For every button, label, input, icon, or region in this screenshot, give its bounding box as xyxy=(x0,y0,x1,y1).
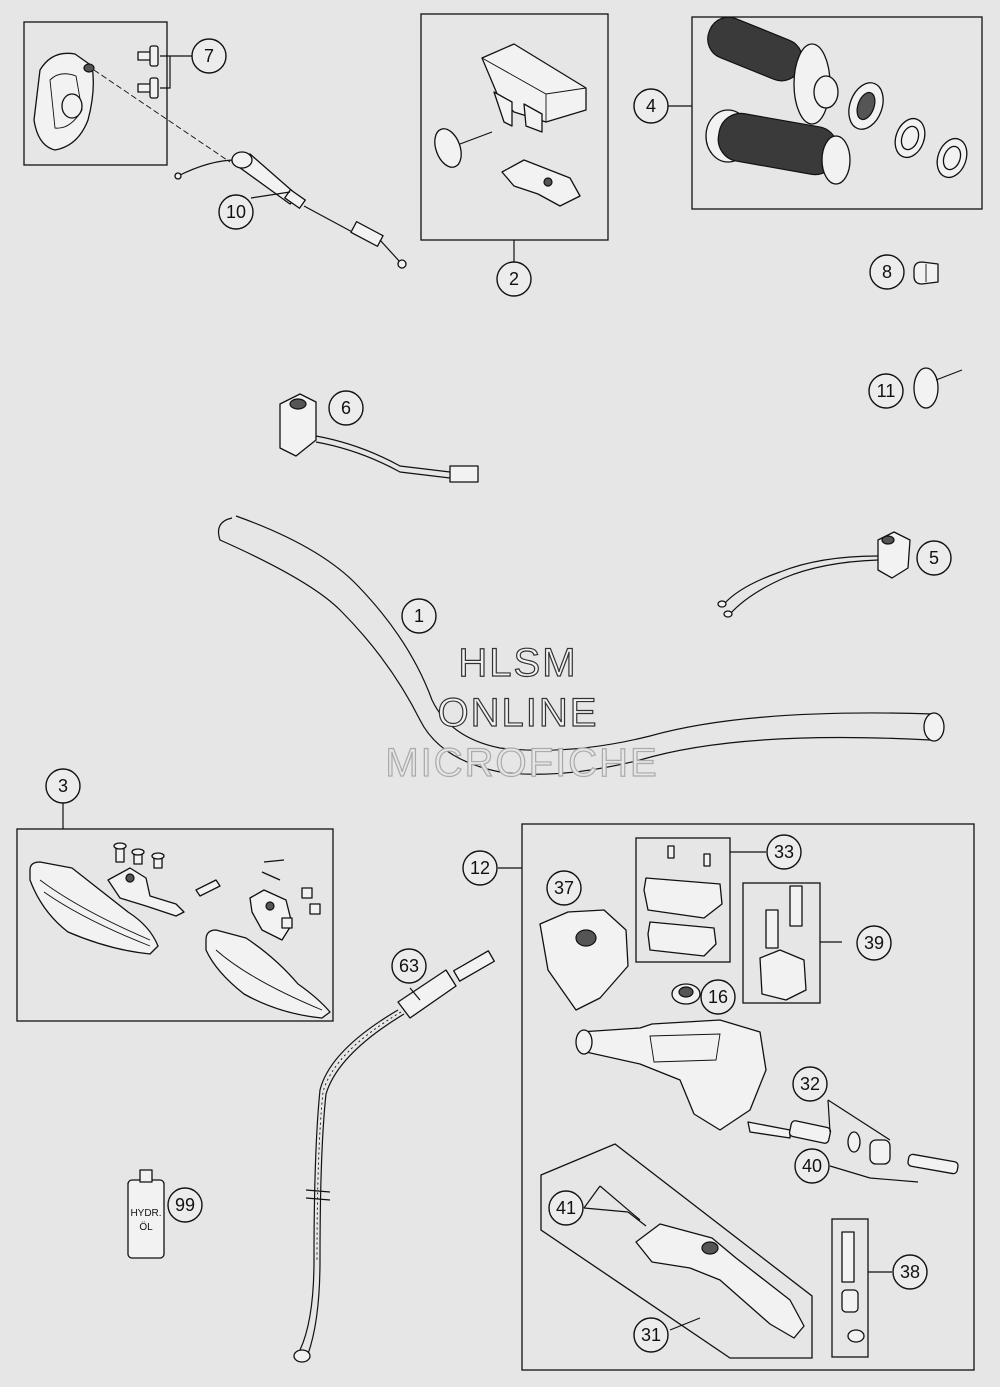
callout-16: 16 xyxy=(700,979,736,1015)
callout-63: 63 xyxy=(391,948,427,984)
callout-41: 41 xyxy=(548,1190,584,1226)
svg-text:99: 99 xyxy=(175,1195,195,1215)
lever-31-part xyxy=(635,1223,805,1339)
throttle-cable-part xyxy=(174,151,407,269)
callout-8: 8 xyxy=(869,254,905,290)
cable-tie-2 xyxy=(434,128,493,168)
hydraulic-oil-bottle: HYDR. ÖL xyxy=(127,1169,165,1259)
grip-rings-part xyxy=(848,82,968,179)
callout-32: 32 xyxy=(792,1066,828,1102)
svg-text:39: 39 xyxy=(864,933,884,953)
group-box-31 xyxy=(540,1143,813,1359)
callout-3: 3 xyxy=(45,768,81,804)
callout-11: 11 xyxy=(868,373,904,409)
cover-bracket-part xyxy=(501,159,581,207)
callout-39: 39 xyxy=(856,925,892,961)
callout-1: 1 xyxy=(401,598,437,634)
callout-37: 37 xyxy=(546,870,582,906)
svg-text:3: 3 xyxy=(58,776,68,796)
handguard-right-part xyxy=(205,929,331,1019)
svg-text:38: 38 xyxy=(900,1262,920,1282)
handguard-mount-right xyxy=(249,889,293,941)
svg-text:8: 8 xyxy=(882,262,892,282)
svg-text:63: 63 xyxy=(399,956,419,976)
group-box-3 xyxy=(16,828,334,1022)
switch-6-part xyxy=(279,393,479,483)
group-box-4 xyxy=(691,16,983,210)
svg-text:32: 32 xyxy=(800,1074,820,1094)
diaphragm-16 xyxy=(671,983,701,1005)
pin-41-part xyxy=(599,1185,647,1227)
callout-38: 38 xyxy=(892,1254,928,1290)
svg-text:11: 11 xyxy=(877,381,896,401)
callout-40: 40 xyxy=(794,1148,830,1184)
clamp-39-parts xyxy=(759,885,807,1001)
piston-32-part xyxy=(747,1120,959,1175)
callout-7: 7 xyxy=(191,38,227,74)
svg-text:16: 16 xyxy=(708,987,728,1007)
callout-10: 10 xyxy=(218,194,254,230)
group-box-12 xyxy=(521,823,975,1371)
svg-text:31: 31 xyxy=(641,1325,661,1345)
grip-left-part xyxy=(705,109,851,185)
svg-text:4: 4 xyxy=(646,96,656,116)
svg-text:7: 7 xyxy=(204,46,214,66)
callout-99: 99 xyxy=(167,1187,203,1223)
clutch-line-part xyxy=(293,950,495,1363)
group-box-38 xyxy=(831,1218,869,1358)
callout-5: 5 xyxy=(916,540,952,576)
svg-text:37: 37 xyxy=(554,878,574,898)
clamp-37-part xyxy=(539,909,629,1011)
svg-text:1: 1 xyxy=(414,606,424,626)
bottle-label-line-2: ÖL xyxy=(139,1221,153,1233)
group-box-39 xyxy=(742,882,821,1004)
handguard-mount-left xyxy=(107,867,185,917)
callout-12: 12 xyxy=(462,850,498,886)
svg-text:41: 41 xyxy=(556,1198,576,1218)
group-box-33 xyxy=(635,837,731,963)
svg-text:40: 40 xyxy=(802,1156,822,1176)
switch-cover-part xyxy=(481,43,587,133)
bolt-pair-7 xyxy=(137,45,192,99)
watermark-line-2: ONLINE xyxy=(438,691,599,735)
reservoir-cap-33 xyxy=(643,845,723,957)
group-box-7 xyxy=(23,21,168,166)
leader-lines xyxy=(62,105,919,1331)
throttle-housing-part xyxy=(33,52,95,151)
bottle-label-line-1: HYDR. xyxy=(130,1208,161,1219)
svg-text:33: 33 xyxy=(774,842,794,862)
callout-33: 33 xyxy=(766,834,802,870)
handguard-left-part xyxy=(29,861,159,955)
watermark-line-1: HLSM xyxy=(458,641,577,685)
grip-right-part xyxy=(707,16,839,125)
callout-6: 6 xyxy=(328,390,364,426)
svg-text:5: 5 xyxy=(929,548,939,568)
callout-4: 4 xyxy=(633,88,669,124)
svg-text:10: 10 xyxy=(226,202,246,222)
callout-31: 31 xyxy=(633,1317,669,1353)
watermark-line-3: MICROFICHE xyxy=(385,741,658,785)
clip-part xyxy=(913,261,939,285)
svg-text:12: 12 xyxy=(470,858,490,878)
cable-tie-11 xyxy=(913,367,963,409)
master-cylinder-part xyxy=(575,1019,767,1131)
svg-text:6: 6 xyxy=(341,398,351,418)
switch-5-part xyxy=(717,531,911,618)
handlebar-part xyxy=(217,515,945,775)
bushing-38-parts xyxy=(841,1231,865,1343)
callout-2: 2 xyxy=(496,261,532,297)
svg-text:2: 2 xyxy=(509,269,519,289)
handguard-bolts xyxy=(113,842,321,929)
